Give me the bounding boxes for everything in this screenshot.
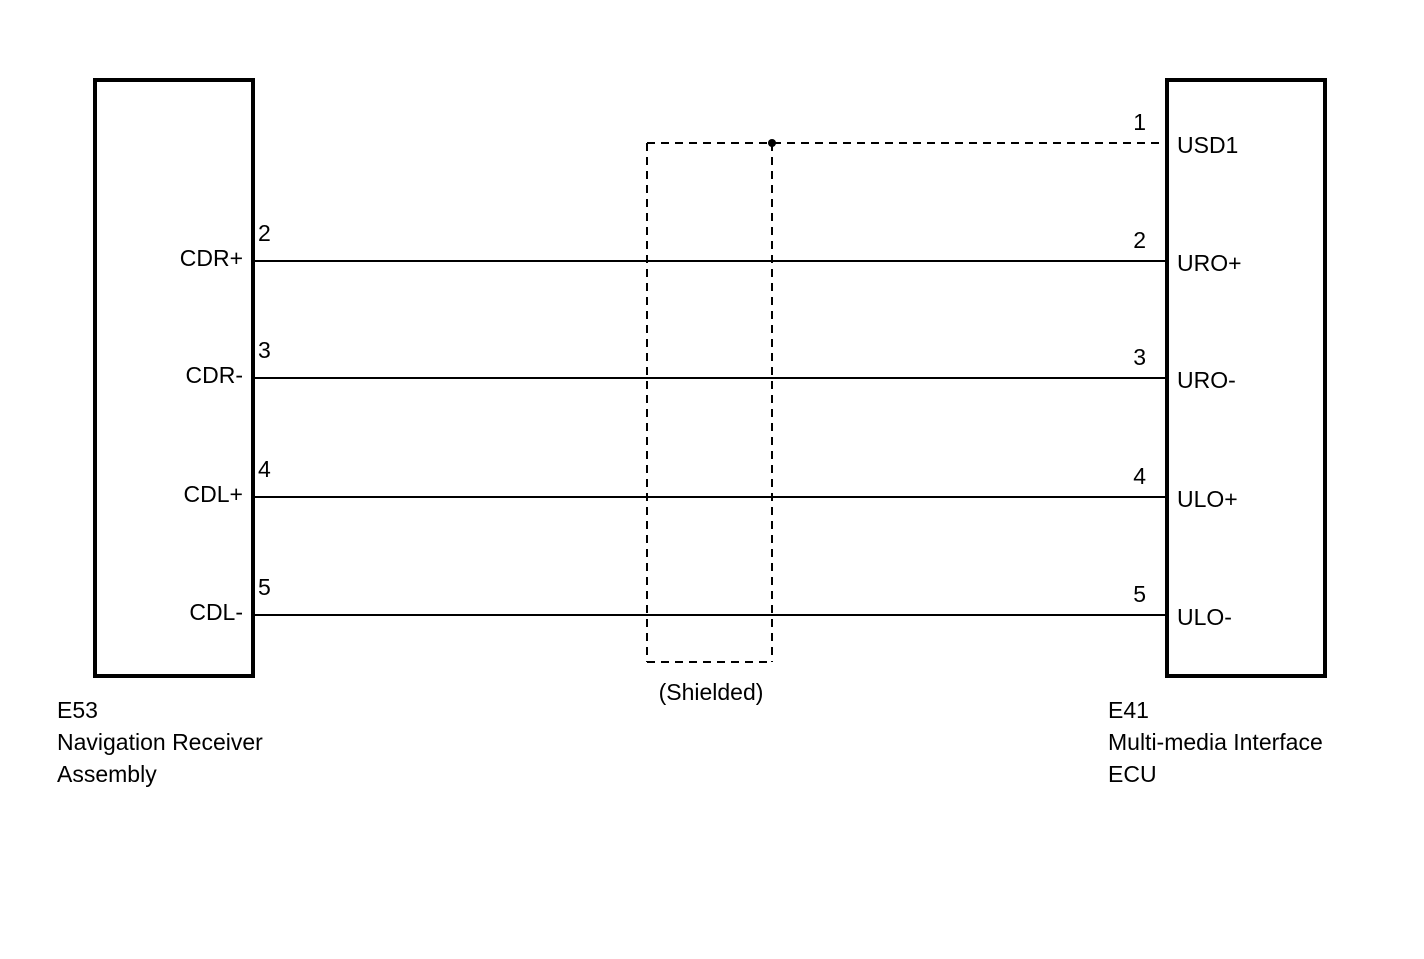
pin-label: ULO+ <box>1177 486 1238 512</box>
pin-label: ULO- <box>1177 604 1232 630</box>
pin-label: USD1 <box>1177 132 1239 158</box>
pin-label: URO- <box>1177 367 1236 393</box>
connector-name-line: ECU <box>1108 761 1157 787</box>
right-connector-caption: E41 Multi-media Interface ECU <box>1108 694 1323 790</box>
junction-dot <box>768 139 776 147</box>
pin-number: 3 <box>1133 344 1146 370</box>
connector-code: E41 <box>1108 697 1149 723</box>
connector-name-line: Assembly <box>57 761 157 787</box>
pin-number: 1 <box>1133 109 1146 135</box>
pin-label: URO+ <box>1177 250 1242 276</box>
pin-number: 5 <box>1133 581 1146 607</box>
pin-number: 5 <box>258 574 271 600</box>
connector-name-line: Navigation Receiver <box>57 729 263 755</box>
right-connector-box <box>1165 78 1327 678</box>
pin-label: CDR- <box>185 362 244 388</box>
pin-number: 2 <box>1133 227 1146 253</box>
pin-number: 4 <box>1133 463 1146 489</box>
connector-name-line: Multi-media Interface <box>1108 729 1323 755</box>
pin-label: CDR+ <box>179 245 243 271</box>
pin-label: CDL- <box>189 599 243 625</box>
pin-number: 2 <box>258 220 271 246</box>
left-connector-box <box>93 78 255 678</box>
shield-label: (Shielded) <box>658 679 764 705</box>
connector-code: E53 <box>57 697 98 723</box>
pin-number: 4 <box>258 456 271 482</box>
pin-number: 3 <box>258 337 271 363</box>
pin-label: CDL+ <box>183 481 243 507</box>
left-connector-caption: E53 Navigation Receiver Assembly <box>57 694 263 790</box>
